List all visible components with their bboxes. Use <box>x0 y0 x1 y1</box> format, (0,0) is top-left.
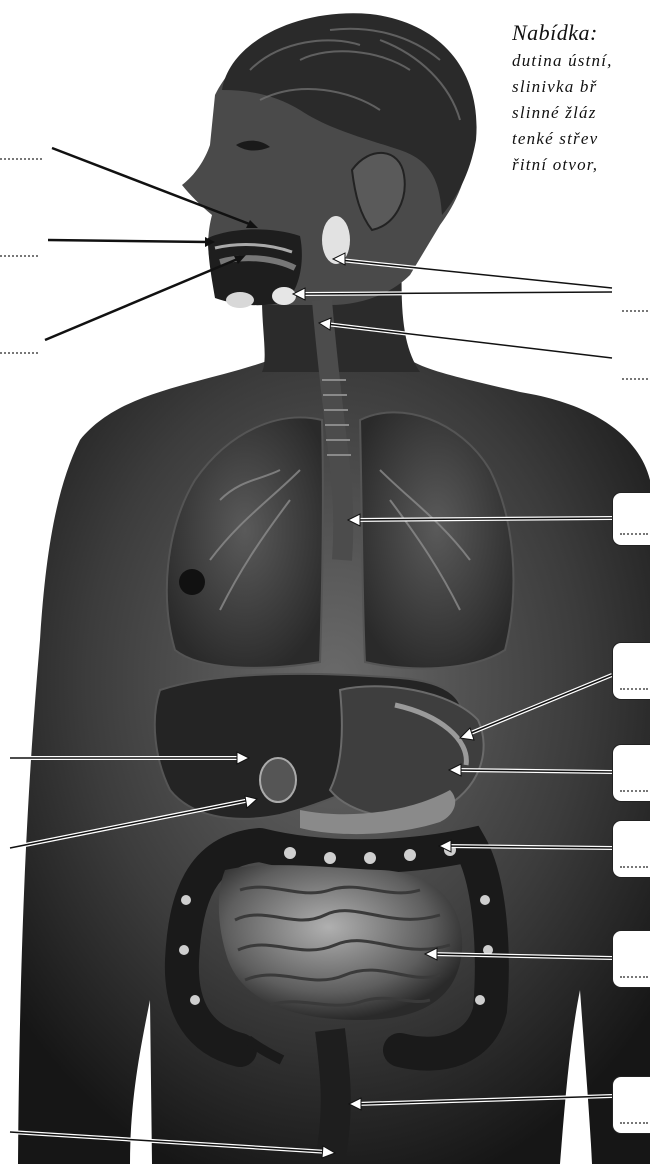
answer-blank-8[interactable] <box>620 790 648 792</box>
word-bank-item: řitní otvor, <box>512 152 650 178</box>
answer-blank-5[interactable] <box>622 378 648 380</box>
salivary-gland-submandibular <box>272 287 296 305</box>
salivary-gland-parotid <box>322 216 350 264</box>
word-bank-item: dutina ústní, <box>512 48 650 74</box>
answer-box-esophagus[interactable] <box>612 492 650 546</box>
gallbladder <box>260 758 296 802</box>
answer-blank-6[interactable] <box>620 533 648 535</box>
word-bank-title: Nabídka: <box>512 18 650 48</box>
answer-box-large-intestine[interactable] <box>612 820 650 878</box>
answer-blank-7[interactable] <box>620 688 648 690</box>
answer-box-pancreas[interactable] <box>612 744 650 802</box>
word-bank-item: slinivka bř <box>512 74 650 100</box>
answer-blank-11[interactable] <box>620 1122 648 1124</box>
answer-box-stomach[interactable] <box>612 642 650 700</box>
answer-box-small-intestine[interactable] <box>612 930 650 988</box>
word-bank-item: slinné žláz <box>512 100 650 126</box>
answer-blank-2[interactable] <box>0 255 38 257</box>
answer-box-rectum[interactable] <box>612 1076 650 1134</box>
answer-blank-3[interactable] <box>0 352 38 354</box>
answer-blank-10[interactable] <box>620 976 648 978</box>
answer-blank-9[interactable] <box>620 866 648 868</box>
salivary-gland-sublingual <box>226 292 254 308</box>
rectum <box>330 1030 336 1160</box>
word-bank: Nabídka: dutina ústní, slinivka bř slinn… <box>512 18 650 178</box>
answer-blank-4[interactable] <box>622 310 648 312</box>
word-bank-item: tenké střev <box>512 126 650 152</box>
answer-blank-1[interactable] <box>0 158 42 160</box>
